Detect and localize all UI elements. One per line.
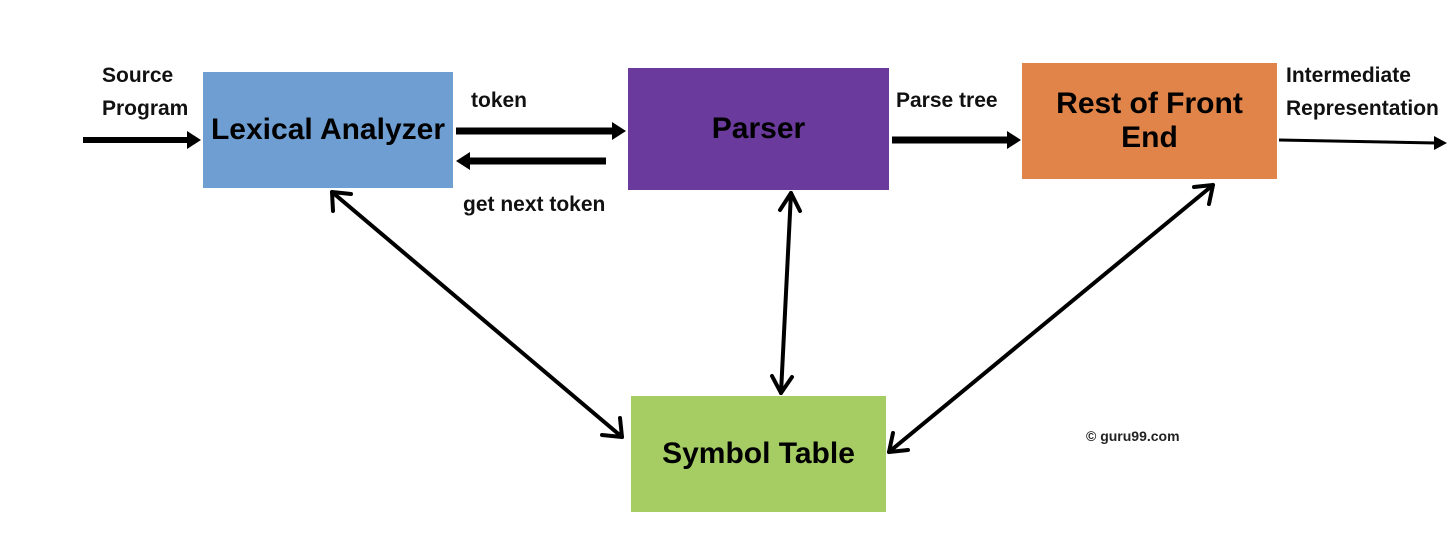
parser-label: Parser — [711, 111, 806, 145]
source-program-label: Source Program — [102, 64, 189, 120]
token-label: token — [471, 89, 528, 112]
edge-lexical-symbol-bidirectional — [330, 190, 624, 439]
copyright-label: © guru99.com — [1086, 428, 1180, 444]
edge-input-to-lexical — [83, 131, 201, 149]
symbol-table-box: Symbol Table — [631, 396, 886, 512]
rest-of-front-end-label: Rest of Front End — [1056, 86, 1243, 155]
parser-box: Parser — [628, 68, 889, 190]
edges-layer — [83, 122, 1447, 454]
edge-get-next-token-parser-to-lexical — [456, 152, 606, 170]
lexical-analyzer-label: Lexical Analyzer — [210, 112, 445, 146]
edge-rest-to-output — [1278, 136, 1447, 150]
lexical-analyzer-box: Lexical Analyzer — [203, 72, 453, 188]
edge-parse-tree-parser-to-rest — [892, 131, 1021, 149]
edge-rest-symbol-bidirectional — [887, 183, 1215, 454]
edge-token-lexical-to-parser — [456, 122, 626, 140]
rest-of-front-end-box: Rest of Front End — [1022, 63, 1277, 179]
edge-parser-symbol-bidirectional — [770, 191, 802, 395]
symbol-table-label: Symbol Table — [662, 436, 855, 470]
intermediate-representation-label: Intermediate Representation — [1286, 64, 1439, 120]
get-next-token-label: get next token — [463, 193, 606, 216]
parse-tree-label: Parse tree — [896, 89, 998, 112]
